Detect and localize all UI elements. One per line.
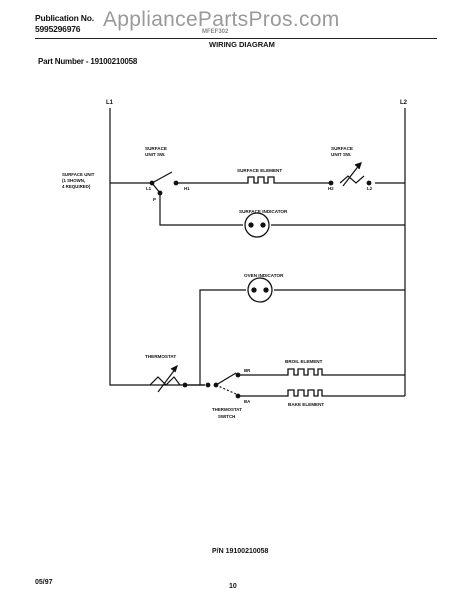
bake-element-coil	[282, 389, 325, 397]
thermostat-switch-line1: THERMOSTAT	[212, 407, 242, 412]
terminal-l1-label: L1	[106, 100, 114, 106]
terminal-p-label: P	[153, 197, 156, 202]
header-rule	[35, 38, 437, 39]
terminal-l2-label: L2	[400, 100, 408, 106]
footer-part-number: P/N 19100210058	[212, 548, 269, 555]
bake-element-label: BAKE ELEMENT	[288, 402, 324, 407]
terminal-h2-label: H2	[328, 186, 334, 191]
broil-element-coil	[282, 368, 325, 376]
model-number: MFEF302	[202, 29, 229, 35]
surface-unit-sw-left-line2: UNIT SW.	[145, 152, 165, 157]
page-number: 10	[229, 583, 237, 590]
surface-unit-switch-right	[328, 162, 372, 187]
surface-indicator-label: SURFACE INDICATOR	[239, 209, 288, 214]
surface-unit-note-line1: SURFACE UNIT	[62, 172, 95, 177]
surface-indicator-wire-left	[159, 192, 243, 226]
publication-number: 5995296976	[35, 24, 81, 34]
surface-unit-note-line3: 4 REQUIRED)	[62, 184, 91, 189]
broil-element-label: BROIL ELEMENT	[285, 359, 323, 364]
diagram-title: WIRING DIAGRAM	[209, 40, 275, 49]
part-number: Part Number - 19100210058	[38, 57, 138, 66]
terminal-h1-label: H1	[184, 186, 190, 191]
surface-element-label: SURFACE ELEMENT	[237, 168, 282, 173]
surface-indicator-lamp	[244, 212, 270, 238]
oven-indicator-lamp	[247, 277, 273, 303]
surface-unit-sw-right-line2: UNIT SW.	[331, 152, 351, 157]
terminal-ba-label: BA	[244, 399, 251, 404]
footer-date: 05/97	[35, 579, 53, 586]
watermark-text: AppliancePartsPros.com	[103, 8, 340, 31]
thermostat-switch	[205, 372, 241, 399]
surface-element-coil	[240, 176, 285, 184]
thermostat-label: THERMOSTAT	[145, 354, 176, 359]
surface-unit-switch-left	[149, 171, 179, 196]
thermostat-symbol	[149, 364, 188, 393]
terminal-l2-switch-label: L2	[367, 186, 373, 191]
thermostat-switch-line2: SWITCH	[218, 414, 235, 419]
oven-indicator-label: OVEN INDICATOR	[244, 273, 284, 278]
terminal-br-label: BR	[244, 368, 251, 373]
surface-unit-note-line2: (1 SHOWN,	[62, 178, 85, 183]
oven-indicator-wire-left	[199, 289, 246, 385]
surface-unit-sw-right-line1: SURFACE	[331, 146, 353, 151]
surface-unit-sw-left-line1: SURFACE	[145, 146, 167, 151]
l1-bus-wire	[109, 108, 205, 386]
publication-label: Publication No.	[35, 13, 94, 23]
terminal-l1-switch-label: L1	[146, 186, 152, 191]
